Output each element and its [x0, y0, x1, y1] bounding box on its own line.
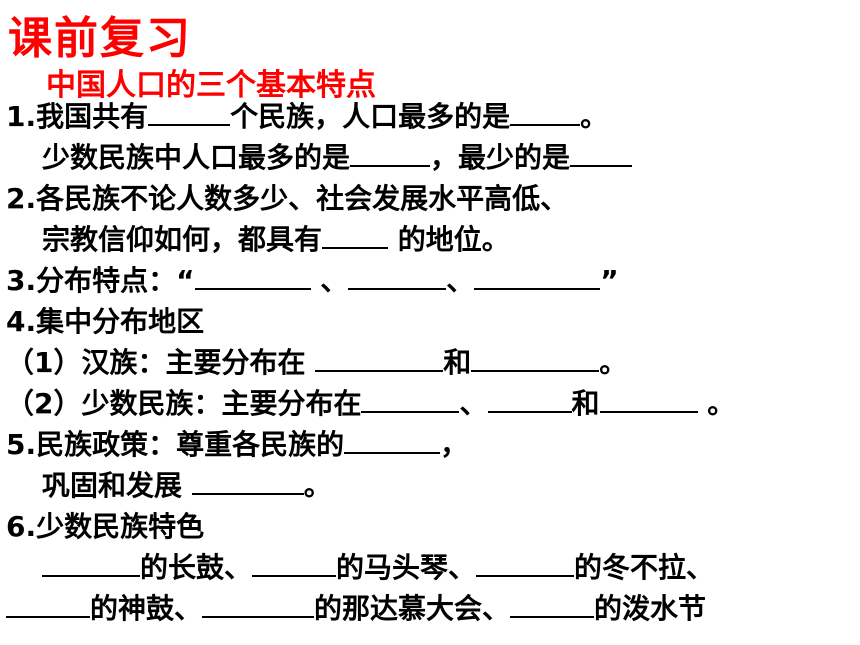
text: 的泼水节: [594, 592, 707, 625]
text: 4.集中分布地区: [6, 305, 205, 338]
text: 、: [446, 264, 475, 297]
text: 、: [459, 387, 488, 420]
text: 3.分布特点：“: [6, 264, 195, 297]
text: 、: [310, 264, 349, 297]
blank-field[interactable]: [474, 287, 601, 290]
text: 的地位。: [388, 223, 510, 256]
question-6-line-2: 的神鼓、 的那达慕大会、 的泼水节: [6, 595, 706, 623]
text: 。: [599, 346, 628, 379]
text: ，最少的是: [430, 141, 571, 174]
text: 6.少数民族特色: [6, 510, 205, 543]
text: 的神鼓、: [90, 592, 203, 625]
question-1-line-2: 少数民族中人口最多的是 ，最少的是: [42, 141, 633, 174]
text: 巩固和发展: [42, 469, 192, 502]
text: 宗教信仰如何，都具有: [42, 223, 323, 256]
blank-field[interactable]: [599, 410, 698, 413]
blank-field[interactable]: [191, 492, 304, 495]
blank-field[interactable]: [315, 369, 444, 372]
text: （2）少数民族：主要分布在: [6, 387, 362, 420]
blank-field[interactable]: [487, 410, 572, 413]
blank-field[interactable]: [570, 164, 633, 167]
question-4-item-2: （2）少数民族：主要分布在 、 和 。: [6, 390, 735, 418]
blank-field[interactable]: [471, 369, 600, 372]
text: 2.各民族不论人数多少、社会发展水平高低、: [6, 182, 569, 215]
blank-field[interactable]: [194, 287, 311, 290]
blank-field[interactable]: [6, 615, 90, 618]
text: （1）汉族：主要分布在: [6, 346, 316, 379]
question-4-item-1: （1）汉族：主要分布在 和 。: [6, 349, 627, 377]
text: 的冬不拉、: [574, 551, 715, 584]
text: 。: [303, 469, 332, 502]
text: 少数民族中人口最多的是: [42, 141, 351, 174]
text: 的马头琴、: [336, 551, 477, 584]
question-6-line-1: 的长鼓、 的马头琴、 的冬不拉、: [42, 554, 714, 582]
question-5-line-2: 巩固和发展 。: [42, 472, 332, 500]
blank-field[interactable]: [42, 574, 140, 577]
text: ”: [600, 264, 619, 297]
blank-field[interactable]: [350, 164, 431, 167]
blank-field[interactable]: [476, 574, 575, 577]
blank-field[interactable]: [344, 451, 441, 454]
blank-field[interactable]: [348, 287, 447, 290]
blank-field[interactable]: [252, 574, 337, 577]
subtitle: 中国人口的三个基本特点: [46, 68, 376, 103]
question-3-line: 3.分布特点：“ 、 、 ”: [6, 267, 619, 295]
blank-field[interactable]: [202, 615, 315, 618]
text: 5.民族政策：尊重各民族的: [6, 428, 345, 461]
text: 。: [580, 100, 609, 133]
blank-field[interactable]: [322, 246, 389, 249]
blank-field[interactable]: [148, 123, 231, 126]
blank-field[interactable]: [361, 410, 460, 413]
text: 1.我国共有: [6, 100, 149, 133]
text: ，: [440, 428, 469, 461]
question-2-line-2: 宗教信仰如何，都具有 的地位。: [42, 226, 510, 254]
text: 。: [697, 387, 736, 420]
text: 和: [443, 346, 472, 379]
page-title: 课前复习: [8, 13, 192, 64]
question-5-line-1: 5.民族政策：尊重各民族的 ，: [6, 431, 468, 459]
text: 的那达慕大会、: [314, 592, 511, 625]
question-4-heading: 4.集中分布地区: [6, 308, 204, 336]
text: 和: [571, 387, 600, 420]
question-2-line-1: 2.各民族不论人数多少、社会发展水平高低、: [6, 185, 568, 213]
blank-field[interactable]: [510, 123, 581, 126]
text: 个民族，人口最多的是: [230, 100, 511, 133]
question-1-line-1: 1.我国共有 个民族，人口最多的是 。: [6, 103, 608, 131]
blank-field[interactable]: [510, 615, 595, 618]
text: 的长鼓、: [140, 551, 253, 584]
question-6-heading: 6.少数民族特色: [6, 513, 204, 541]
